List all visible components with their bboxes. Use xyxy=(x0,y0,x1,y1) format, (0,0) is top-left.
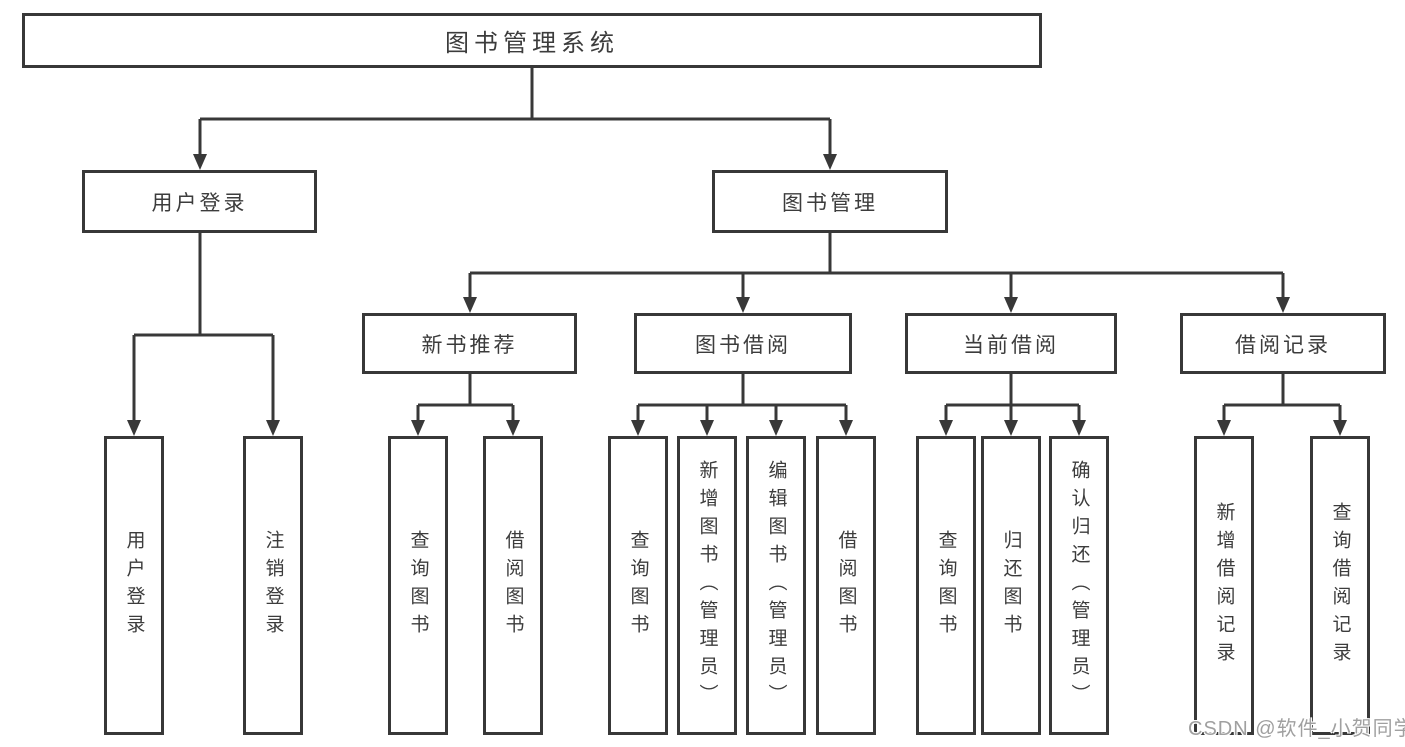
node-label: 确认归还（管理员） xyxy=(1068,459,1090,712)
node-label: 当前借阅 xyxy=(963,333,1059,357)
node-label: 图书管理系统 xyxy=(445,30,619,57)
csdn-watermark: CSDN @软件_小贺同学 xyxy=(1188,718,1405,740)
leaf-user-login: 用户登录 xyxy=(104,436,164,735)
node-new-book-recommend: 新书推荐 xyxy=(362,313,577,374)
leaf-return-books: 归还图书 xyxy=(981,436,1041,735)
leaf-add-books-admin: 新增图书（管理员） xyxy=(677,436,737,735)
node-label: 用户登录 xyxy=(123,529,145,642)
leaf-borrow-books: 借阅图书 xyxy=(816,436,876,735)
node-label: 注销登录 xyxy=(262,529,284,642)
node-label: 借阅图书 xyxy=(835,529,857,642)
node-label: 新增借阅记录 xyxy=(1213,501,1235,670)
leaf-query-books-current: 查询图书 xyxy=(916,436,976,735)
node-current-borrowing: 当前借阅 xyxy=(905,313,1117,374)
leaf-confirm-return-admin: 确认归还（管理员） xyxy=(1049,436,1109,735)
node-label: 归还图书 xyxy=(1000,529,1022,642)
node-borrowing-records: 借阅记录 xyxy=(1180,313,1386,374)
node-label: 借阅记录 xyxy=(1235,333,1331,357)
node-label: 查询图书 xyxy=(935,529,957,642)
leaf-query-books-borrowing: 查询图书 xyxy=(608,436,668,735)
leaf-query-books-recommend: 查询图书 xyxy=(388,436,448,735)
leaf-edit-books-admin: 编辑图书（管理员） xyxy=(746,436,806,735)
node-label: 编辑图书（管理员） xyxy=(765,459,787,712)
node-label: 查询图书 xyxy=(627,529,649,642)
leaf-query-borrow-record: 查询借阅记录 xyxy=(1310,436,1370,735)
node-label: 查询图书 xyxy=(407,529,429,642)
leaf-borrow-books-recommend: 借阅图书 xyxy=(483,436,543,735)
leaf-logout: 注销登录 xyxy=(243,436,303,735)
node-label: 新书推荐 xyxy=(421,333,518,357)
node-label: 查询借阅记录 xyxy=(1329,501,1351,670)
node-label: 借阅图书 xyxy=(502,529,524,642)
leaf-add-borrow-record: 新增借阅记录 xyxy=(1194,436,1254,735)
node-book-management: 图书管理 xyxy=(712,170,948,233)
node-book-borrowing: 图书借阅 xyxy=(634,313,852,374)
node-label: 图书借阅 xyxy=(695,333,791,357)
node-label: 用户登录 xyxy=(151,191,248,215)
node-label: 新增图书（管理员） xyxy=(696,459,718,712)
node-label: 图书管理 xyxy=(782,191,878,215)
node-library-system: 图书管理系统 xyxy=(22,13,1042,68)
node-user-login: 用户登录 xyxy=(82,170,317,233)
